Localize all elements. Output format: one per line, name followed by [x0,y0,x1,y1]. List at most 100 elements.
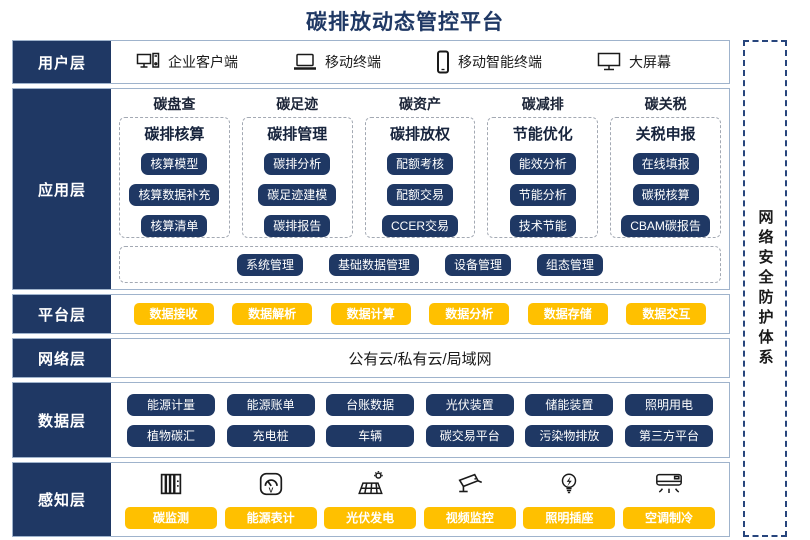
data-source: 污染物排放 [525,424,614,447]
diagram-content: 用户层 企业客户端 [12,40,787,537]
platform-layer-body: 数据接收 数据解析 数据计算 数据分析 数据存储 数据交互 [111,295,729,333]
solar-panel-icon [354,466,386,502]
platform-capability: 数据交互 [626,303,707,325]
app-group-subheader: 节能优化 [512,126,573,143]
big-screen-icon [596,51,622,73]
app-group-carbon-assets: 碳资产 碳排放权 配额考核 配额交易 CCER交易 [364,94,476,238]
app-module: CCER交易 [381,215,458,237]
app-module: 碳排报告 [264,215,331,237]
data-source: 植物碳汇 [127,424,215,447]
app-group-subheader: 碳排管理 [267,126,328,143]
page-title: 碳排放动态管控平台 [306,11,504,34]
sense-device: 碳监测 [125,507,217,529]
app-group-box: 碳排管理 碳排分析 碳足迹建模 碳排报告 [241,117,353,238]
user-item-label: 移动智能终端 [458,54,542,70]
network-layer-row: 网络层 公有云/私有云/局域网 [12,338,730,378]
app-group-carbon-inventory: 碳盘查 碳排核算 核算模型 核算数据补充 核算清单 [119,94,230,238]
app-group-subheader: 碳排核算 [144,126,205,143]
data-source: 第三方平台 [624,424,713,447]
app-module: 配额交易 [386,184,453,206]
app-group-carbon-tariff: 碳关税 关税申报 在线填报 碳税核算 CBAM碳报告 [610,94,721,238]
data-source: 照明用电 [624,393,713,416]
user-layer-label: 用户层 [13,41,111,83]
data-source: 能源账单 [226,393,315,416]
app-module: 核算清单 [141,215,208,237]
platform-capability: 数据接收 [133,303,214,325]
sense-item-energy-meter: V 能源表计 [224,466,317,529]
app-group-box: 节能优化 能效分析 节能分析 技术节能 [487,117,599,238]
network-layer-label: 网络层 [13,339,111,377]
app-module: 在线填报 [632,153,699,175]
user-layer-row: 用户层 企业客户端 [12,40,730,84]
laptop-icon [292,52,318,72]
common-module: 基础数据管理 [328,253,419,276]
application-common-modules: 系统管理 基础数据管理 设备管理 组态管理 [119,246,721,283]
data-source: 车辆 [326,424,415,447]
app-module: 核算模型 [141,153,208,175]
sense-layer-row: 感知层 碳监测 [12,462,730,537]
data-source: 充电桩 [226,424,315,447]
svg-text:V: V [268,487,273,494]
user-item-big-screen: 大屏幕 [596,51,671,73]
app-module: 节能分析 [509,184,576,206]
data-layer-label: 数据层 [13,383,111,457]
sense-item-carbon-monitoring: 碳监测 [125,466,217,529]
app-group-box: 碳排核算 核算模型 核算数据补充 核算清单 [119,117,230,238]
user-item-mobile-terminal: 移动终端 [292,52,381,72]
platform-capability: 数据计算 [330,303,411,325]
app-group-subheader: 碳排放权 [389,126,450,143]
data-source: 能源计量 [127,393,215,416]
application-layer-label: 应用层 [13,89,111,289]
app-group-carbon-footprint: 碳足迹 碳排管理 碳排分析 碳足迹建模 碳排报告 [241,94,353,238]
user-layer-body: 企业客户端 移动终端 [111,41,729,83]
sense-device: 照明插座 [523,507,616,529]
user-item-label: 企业客户端 [168,54,238,70]
app-module: 碳足迹建模 [258,184,337,206]
common-module: 设备管理 [445,253,512,276]
sense-layer-label: 感知层 [13,463,111,536]
application-layer-body: 碳盘查 碳排核算 核算模型 核算数据补充 核算清单 碳足迹 碳排管理 [111,89,729,289]
app-module: CBAM碳报告 [621,215,710,237]
sense-device: 空调制冷 [622,507,715,529]
security-system-label: 网络安全防护体系 [756,208,774,369]
app-group-box: 关税申报 在线填报 碳税核算 CBAM碳报告 [610,117,721,238]
data-source: 碳交易平台 [425,424,514,447]
platform-capability: 数据存储 [527,303,608,325]
platform-layer-row: 平台层 数据接收 数据解析 数据计算 数据分析 数据存储 数据交互 [12,294,730,334]
app-group-subheader: 关税申报 [635,126,696,143]
cctv-camera-icon [454,466,486,502]
platform-capability: 数据分析 [429,303,510,325]
app-group-carbon-reduction: 碳减排 节能优化 能效分析 节能分析 技术节能 [487,94,599,238]
user-item-label: 大屏幕 [629,54,671,70]
sense-item-air-conditioning: 空调制冷 [622,466,715,529]
user-item-label: 移动终端 [325,54,381,70]
carbon-monitor-cabinet-icon [156,466,186,502]
light-bulb-icon [556,466,582,502]
data-source-row: 能源计量 能源账单 台账数据 光伏装置 储能装置 照明用电 [127,393,713,416]
sense-item-solar-pv: 光伏发电 [324,466,417,529]
data-source-row: 植物碳汇 充电桩 车辆 碳交易平台 污染物排放 第三方平台 [127,424,713,447]
data-source: 台账数据 [326,393,415,416]
app-module: 配额考核 [386,153,453,175]
app-group-header: 碳足迹 [276,96,319,112]
user-item-enterprise-client: 企业客户端 [135,51,238,73]
app-group-box: 碳排放权 配额考核 配额交易 CCER交易 [364,117,476,238]
user-item-smart-mobile-terminal: 移动智能终端 [435,50,542,74]
application-groups: 碳盘查 碳排核算 核算模型 核算数据补充 核算清单 碳足迹 碳排管理 [119,94,721,238]
sense-device: 视频监控 [423,507,516,529]
common-module: 系统管理 [236,253,303,276]
sense-item-video-surveillance: 视频监控 [423,466,516,529]
data-layer-row: 数据层 能源计量 能源账单 台账数据 光伏装置 储能装置 照明用电 植物碳汇 充… [12,382,730,458]
sense-device: 能源表计 [224,507,317,529]
app-module: 碳税核算 [632,184,699,206]
layer-stack: 用户层 企业客户端 [12,40,730,537]
data-layer-body: 能源计量 能源账单 台账数据 光伏装置 储能装置 照明用电 植物碳汇 充电桩 车… [111,383,729,457]
app-module: 核算数据补充 [129,184,220,206]
app-module: 能效分析 [509,153,576,175]
desktop-pc-icon [135,51,161,73]
application-layer-row: 应用层 碳盘查 碳排核算 核算模型 核算数据补充 核算清单 [12,88,730,290]
air-conditioner-icon [653,466,685,502]
platform-layer-label: 平台层 [13,295,111,333]
security-system-panel: 网络安全防护体系 [743,40,787,537]
